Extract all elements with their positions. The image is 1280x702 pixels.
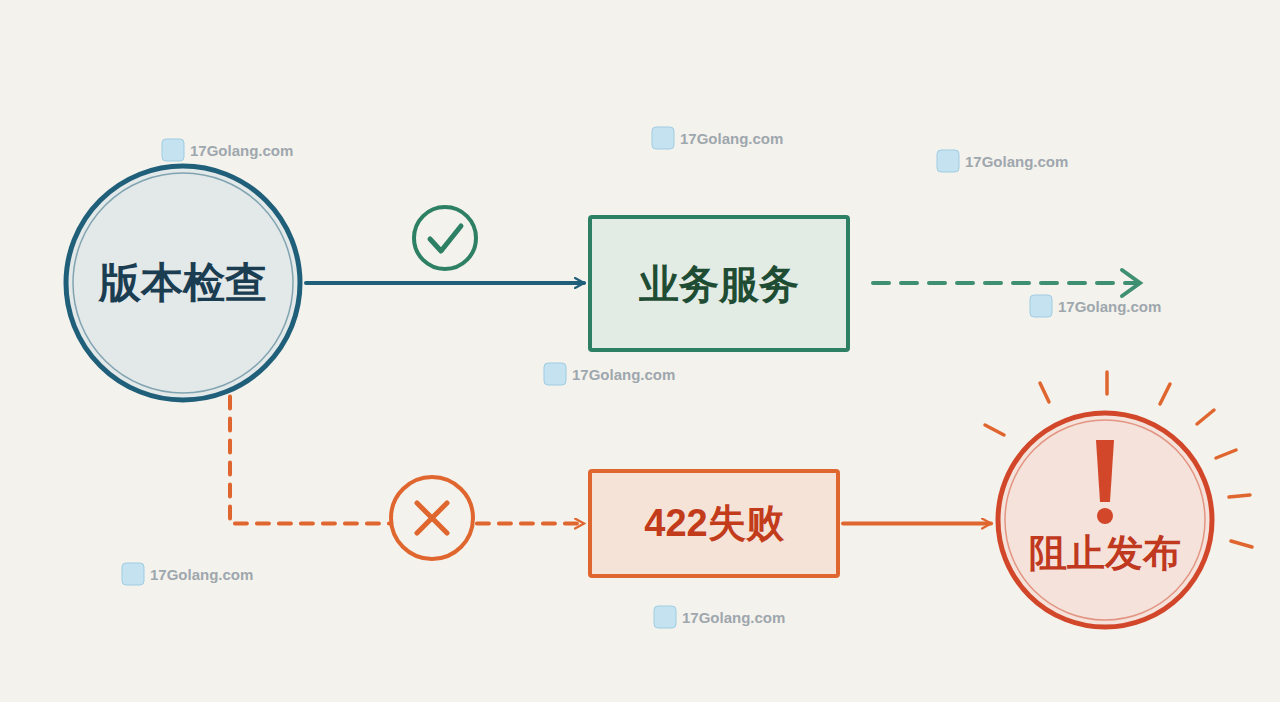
circle-shape	[66, 166, 300, 400]
circle-inner-ring	[1005, 420, 1205, 620]
connector-arrow	[843, 522, 991, 526]
failure-box: 422失败	[588, 469, 840, 578]
node-label: 422失败	[644, 502, 783, 546]
node-label: 阻止发布	[1029, 532, 1181, 576]
node-label: 版本检查	[99, 259, 267, 307]
watermark: 17Golang.com	[1058, 298, 1161, 315]
cross-icon	[391, 477, 473, 559]
watermark: 17Golang.com	[680, 130, 783, 147]
exclamation-bar	[1096, 440, 1114, 502]
service-box: 业务服务	[588, 215, 850, 352]
exclamation-dot	[1097, 508, 1113, 524]
block-circle: 阻止发布	[995, 410, 1215, 630]
node-label: 业务服务	[639, 261, 799, 307]
check-circle: 版本检查	[63, 163, 303, 403]
exclamation-mark	[1096, 440, 1114, 524]
circle-outline	[995, 410, 1215, 630]
check-icon	[414, 207, 476, 269]
watermark: 17Golang.com	[150, 566, 253, 583]
circle-inner-ring	[73, 173, 293, 393]
watermark: 17Golang.com	[190, 142, 293, 159]
circle-shape	[998, 413, 1212, 627]
connector-arrow	[306, 281, 584, 285]
watermark: 17Golang.com	[965, 153, 1068, 170]
dashed-output-arrow	[873, 270, 1140, 296]
watermark: 17Golang.com	[682, 609, 785, 626]
watermark: 17Golang.com	[572, 366, 675, 383]
